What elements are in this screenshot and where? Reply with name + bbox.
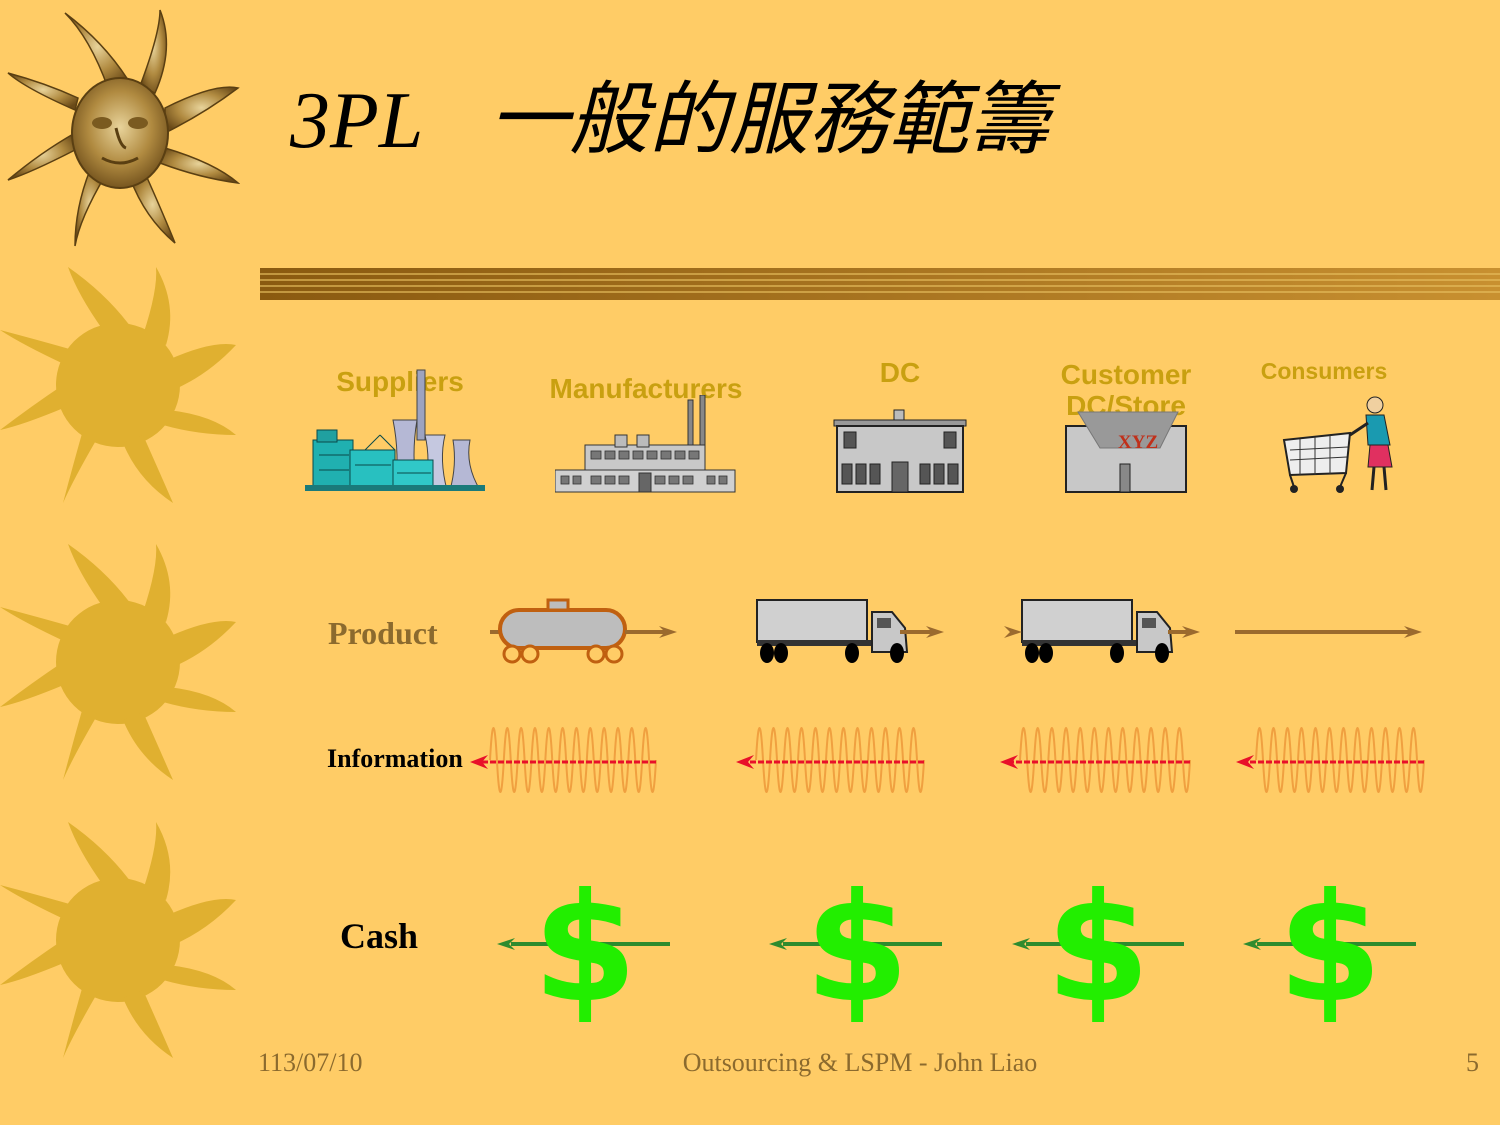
- store-sign-xyz: XYZ: [1118, 432, 1159, 453]
- stage-label-suppliers: Suppliers: [336, 366, 464, 397]
- svg-text:$: $: [1278, 862, 1382, 1036]
- svg-text:$: $: [805, 862, 909, 1036]
- manufacturing-building-icon: [555, 395, 736, 493]
- factory-plant-icon: [305, 369, 485, 491]
- dollar-sign-icon: $: [769, 862, 942, 1036]
- warehouse-building-icon: [833, 409, 967, 493]
- row-label-product: Product: [328, 615, 438, 651]
- delivery-truck-icon: [1021, 599, 1174, 663]
- slide-title: 3PL 一般的服務範籌: [290, 55, 1049, 171]
- flat-sun-icon: [0, 822, 236, 1058]
- flat-sun-icon: [0, 544, 236, 780]
- stage-label-dc: DC: [879, 357, 921, 388]
- shopper-with-cart-icon: [1282, 396, 1393, 493]
- tank-railcar-icon: [490, 598, 627, 664]
- information-flow: [1000, 727, 1191, 793]
- stage-label-consumers: Consumers: [1260, 358, 1388, 384]
- svg-text:$: $: [533, 862, 637, 1036]
- footer-page-number: 5: [1466, 1048, 1479, 1077]
- footer-date: 113/07/10: [258, 1048, 363, 1077]
- information-flow: [470, 727, 657, 793]
- product-arrow: [1168, 626, 1200, 638]
- row-label-cash: Cash: [340, 916, 419, 956]
- dollar-sign-icon: $: [1243, 862, 1416, 1036]
- stage-label-manufacturers: Manufacturers: [549, 373, 743, 404]
- row-label-information: Information: [327, 744, 463, 773]
- information-flow: [736, 727, 925, 793]
- title-3pl: 3PL: [290, 77, 424, 165]
- store-building-icon: [1065, 411, 1187, 493]
- svg-text:$: $: [1046, 862, 1150, 1036]
- title-divider: [260, 268, 1500, 300]
- sun-decoration-column: [0, 9, 240, 1058]
- dollar-sign-icon: $: [1012, 862, 1184, 1036]
- title-chinese: 一般的服務範籌: [488, 73, 1049, 166]
- product-arrow: [1004, 626, 1022, 638]
- flat-sun-icon: [0, 267, 236, 503]
- information-flow: [1236, 727, 1425, 793]
- gold-sun-face-icon: [7, 9, 240, 247]
- product-arrow: [625, 626, 677, 638]
- product-arrow: [900, 626, 944, 638]
- product-arrow: [1235, 626, 1422, 638]
- dollar-sign-icon: $: [497, 862, 670, 1036]
- delivery-truck-icon: [756, 599, 909, 663]
